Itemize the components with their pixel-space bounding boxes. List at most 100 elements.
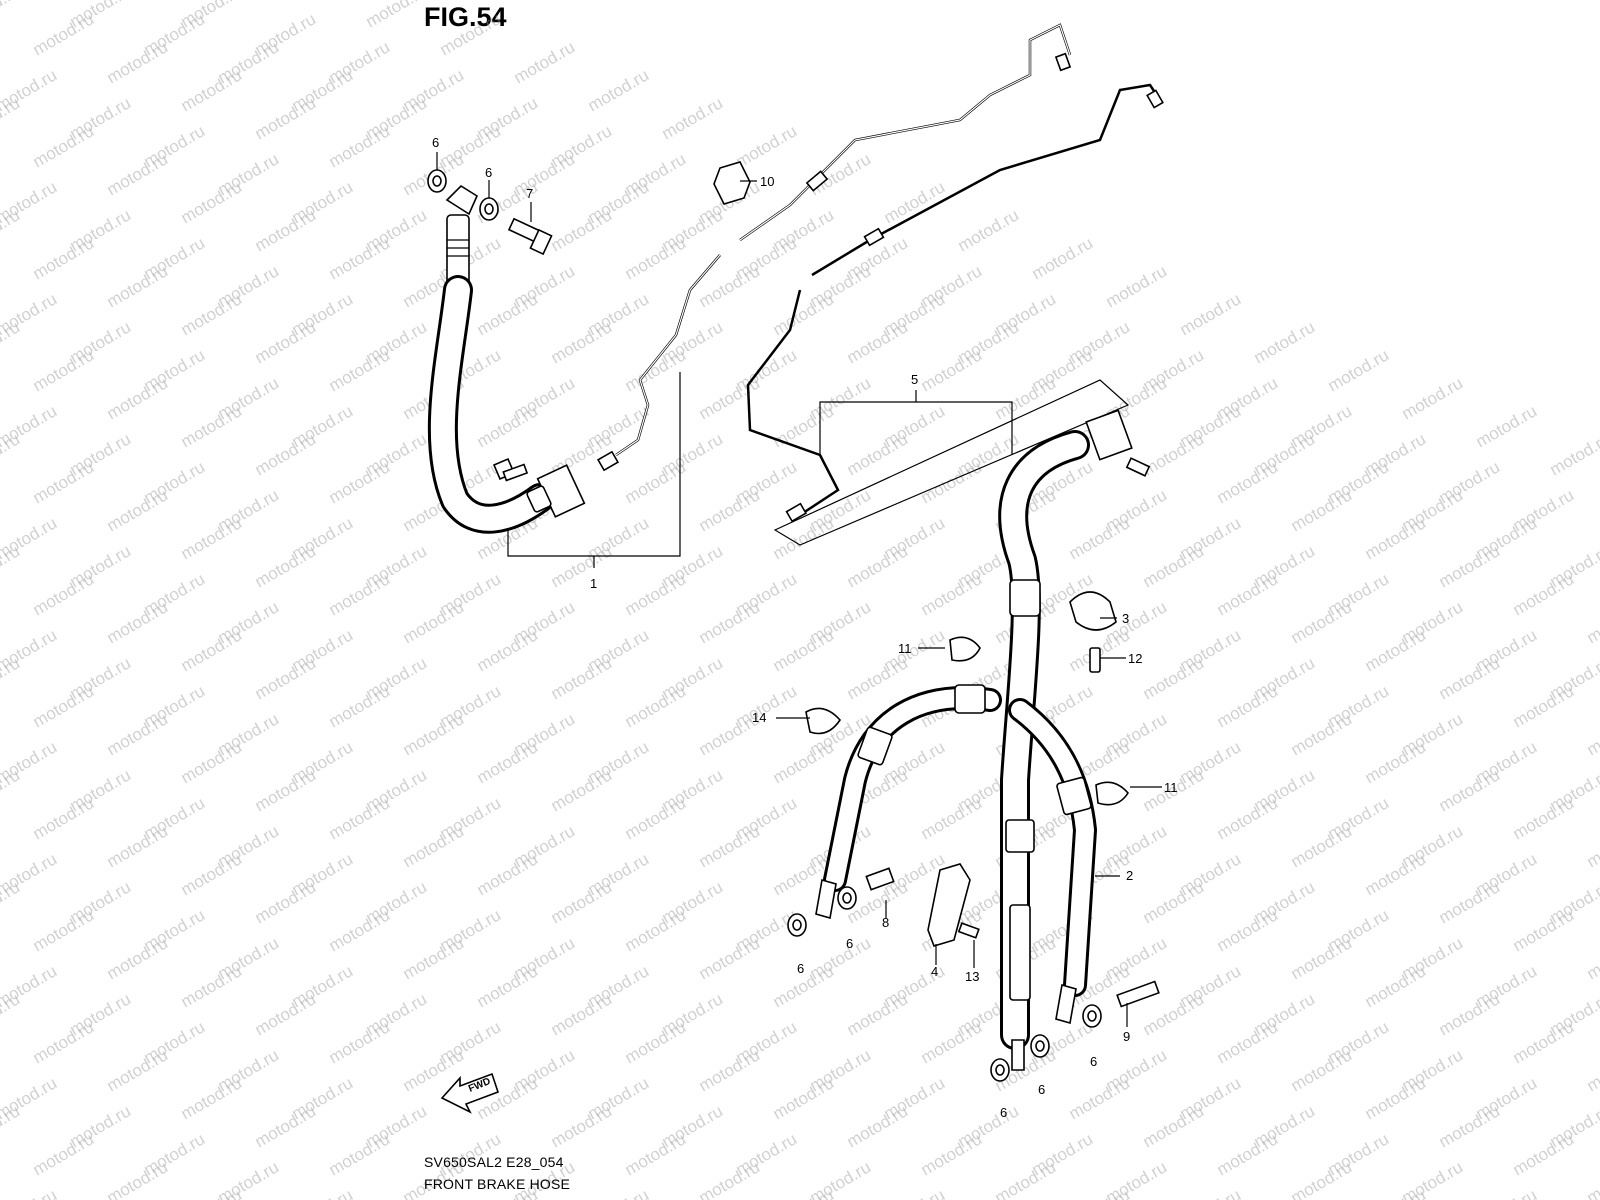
watermark-text: motod.ru <box>548 205 616 255</box>
watermark-text: motod.ru <box>252 205 320 255</box>
watermark-text: motod.ru <box>696 597 764 647</box>
watermark-text: motod.ru <box>252 989 320 1039</box>
watermark-text: motod.ru <box>1140 541 1208 591</box>
watermark-text: motod.ru <box>918 1017 986 1067</box>
watermark-text: motod.ru <box>1066 1185 1134 1200</box>
watermark-text: motod.ru <box>363 0 431 31</box>
watermark-text: motod.ru <box>1584 1157 1600 1200</box>
watermark-text: motod.ru <box>1510 793 1578 843</box>
model-code: SV650SAL2 E28_054 <box>424 1154 564 1170</box>
watermark-text: motod.ru <box>1436 541 1504 591</box>
watermark-text: motod.ru <box>696 821 764 871</box>
watermark-text: motod.ru <box>622 233 690 283</box>
watermark-text: motod.ru <box>1103 261 1171 311</box>
watermark-text: motod.ru <box>1362 1185 1430 1200</box>
watermark-text: motod.ru <box>252 93 320 143</box>
watermark-text: motod.ru <box>326 457 394 507</box>
watermark-text: motod.ru <box>585 65 653 115</box>
clamp-parts <box>713 161 1129 947</box>
watermark-text: motod.ru <box>548 877 616 927</box>
watermark-text: motod.ru <box>622 793 690 843</box>
watermark-text: motod.ru <box>252 1101 320 1151</box>
watermark-text: motod.ru <box>1066 513 1134 563</box>
watermark-text: motod.ru <box>622 569 690 619</box>
watermark-text: motod.ru <box>1436 765 1504 815</box>
callout-labels: 1 2 3 4 5 6 6 6 6 6 6 6 7 8 9 10 11 11 1… <box>432 135 1178 1120</box>
washer-parts <box>427 169 1102 1082</box>
watermark-text: motod.ru <box>1436 653 1504 703</box>
figure-title: FIG.54 <box>424 2 507 32</box>
watermark-text: motod.ru <box>30 457 98 507</box>
watermark-text: motod.ru <box>178 737 246 787</box>
watermark-text: motod.ru <box>1362 737 1430 787</box>
watermark-text: motod.ru <box>252 877 320 927</box>
watermark-text: motod.ru <box>1177 1185 1245 1200</box>
watermark-text: motod.ru <box>1510 1129 1578 1179</box>
watermark-text: motod.ru <box>104 933 172 983</box>
callout-6: 6 <box>1090 1054 1097 1069</box>
watermark-text: motod.ru <box>1510 1017 1578 1067</box>
watermark-text: motod.ru <box>437 9 505 59</box>
watermark-text: motod.ru <box>1214 457 1282 507</box>
watermark-text: motod.ru <box>104 597 172 647</box>
watermark-text: motod.ru <box>918 793 986 843</box>
watermark-text: motod.ru <box>733 121 801 171</box>
watermark-text: motod.ru <box>104 373 172 423</box>
watermark-text: motod.ru <box>548 541 616 591</box>
watermark-text: motod.ru <box>696 261 764 311</box>
watermark-text: motod.ru <box>844 653 912 703</box>
watermark-text: motod.ru <box>326 905 394 955</box>
watermark-text: motod.ru <box>326 233 394 283</box>
brake-pipe-assembly <box>746 83 1164 546</box>
watermark-text: motod.ru <box>770 289 838 339</box>
callout-12: 12 <box>1128 651 1142 666</box>
callout-9: 9 <box>1123 1029 1130 1044</box>
watermark-text: motod.ru <box>252 653 320 703</box>
watermark-text: motod.ru <box>104 1157 172 1200</box>
watermark-text: motod.ru <box>178 625 246 675</box>
watermark-text: motod.ru <box>1584 821 1600 871</box>
leader-lines <box>436 152 1162 1027</box>
watermark-text: motod.ru <box>104 149 172 199</box>
watermark-text: motod.ru <box>548 317 616 367</box>
watermark-text: motod.ru <box>104 37 172 87</box>
watermark-text: motod.ru <box>1066 1073 1134 1123</box>
watermark-text: motod.ru <box>548 765 616 815</box>
watermark-text: motod.ru <box>770 1073 838 1123</box>
watermark-text: motod.ru <box>1214 793 1282 843</box>
callout-8: 8 <box>882 915 889 930</box>
watermark-text: motod.ru <box>955 205 1023 255</box>
watermark-text: motod.ru <box>1288 1157 1356 1200</box>
watermark-text: motod.ru <box>1584 1045 1600 1095</box>
watermark-text: motod.ru <box>30 9 98 59</box>
watermark-text: motod.ru <box>511 37 579 87</box>
watermark-text: motod.ru <box>326 569 394 619</box>
watermark-text: motod.ru <box>30 905 98 955</box>
watermark-text: motod.ru <box>178 65 246 115</box>
watermark-text: motod.ru <box>400 709 468 759</box>
watermark-text: motod.ru <box>1251 317 1319 367</box>
watermark-text: motod.ru <box>474 289 542 339</box>
watermark-text: motod.ru <box>1288 597 1356 647</box>
callout-11: 11 <box>1164 780 1178 795</box>
watermark-text: motod.ru <box>844 989 912 1039</box>
watermark-text: motod.ru <box>326 1129 394 1179</box>
watermark-text: motod.ru <box>1288 485 1356 535</box>
watermark-text: motod.ru <box>844 541 912 591</box>
watermark-text: motod.ru <box>104 485 172 535</box>
watermark-text: motod.ru <box>1362 1073 1430 1123</box>
callout-1: 1 <box>590 576 597 591</box>
watermark-text: motod.ru <box>1510 905 1578 955</box>
watermark-text: motod.ru <box>104 1045 172 1095</box>
watermark-text: motod.ru <box>1288 821 1356 871</box>
watermark-text: motod.ru <box>1288 933 1356 983</box>
watermark-text: motod.ru <box>622 681 690 731</box>
watermark-text: motod.ru <box>178 177 246 227</box>
watermark-text: motod.ru <box>326 121 394 171</box>
watermark-text: motod.ru <box>696 485 764 535</box>
watermark-text: motod.ru <box>622 457 690 507</box>
watermark-text: motod.ru <box>30 1129 98 1179</box>
callout-4: 4 <box>931 964 938 979</box>
watermark-text: motod.ru <box>1214 1129 1282 1179</box>
